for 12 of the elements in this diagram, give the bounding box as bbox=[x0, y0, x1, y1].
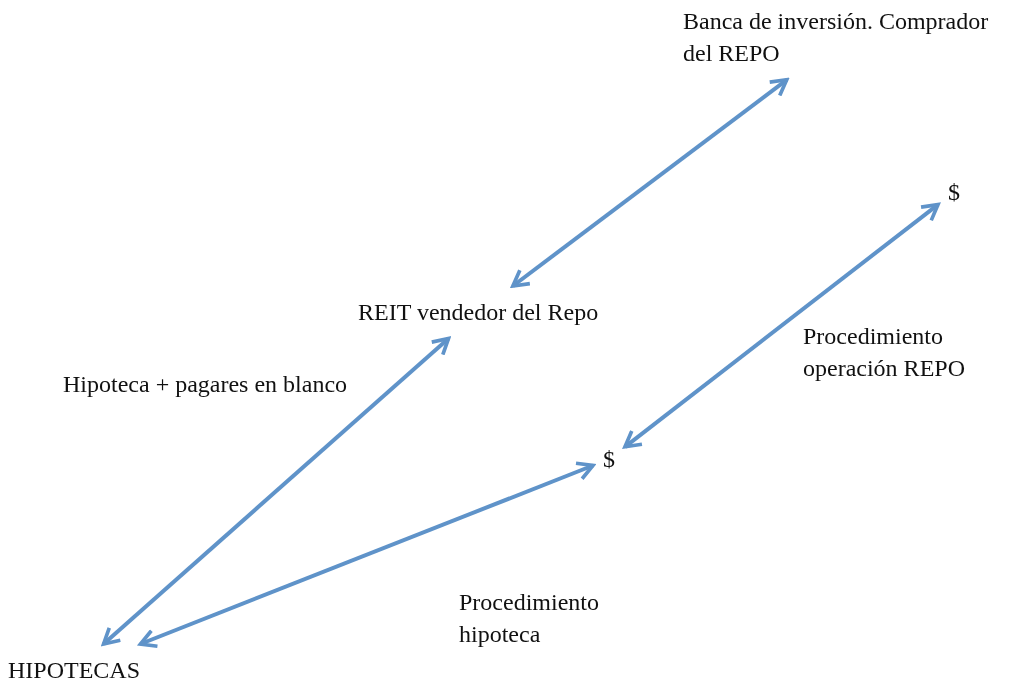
double-arrow bbox=[101, 336, 451, 646]
node-text: REIT vendedor del Repo bbox=[358, 298, 599, 327]
double-arrow bbox=[138, 461, 595, 649]
flow-label: Procedimiento operación REPO bbox=[803, 322, 966, 384]
flow-label: Procedimiento hipoteca bbox=[459, 588, 600, 650]
double-arrow bbox=[511, 77, 789, 288]
double-arrow bbox=[623, 202, 940, 449]
node-text: Banca de inversión. Comprador del REPO bbox=[683, 7, 990, 69]
flow-label: Hipoteca + pagares en blanco bbox=[63, 370, 349, 399]
node-text: $ bbox=[603, 445, 615, 474]
node-text: HIPOTECAS bbox=[8, 656, 140, 685]
node-text: $ bbox=[948, 178, 960, 207]
